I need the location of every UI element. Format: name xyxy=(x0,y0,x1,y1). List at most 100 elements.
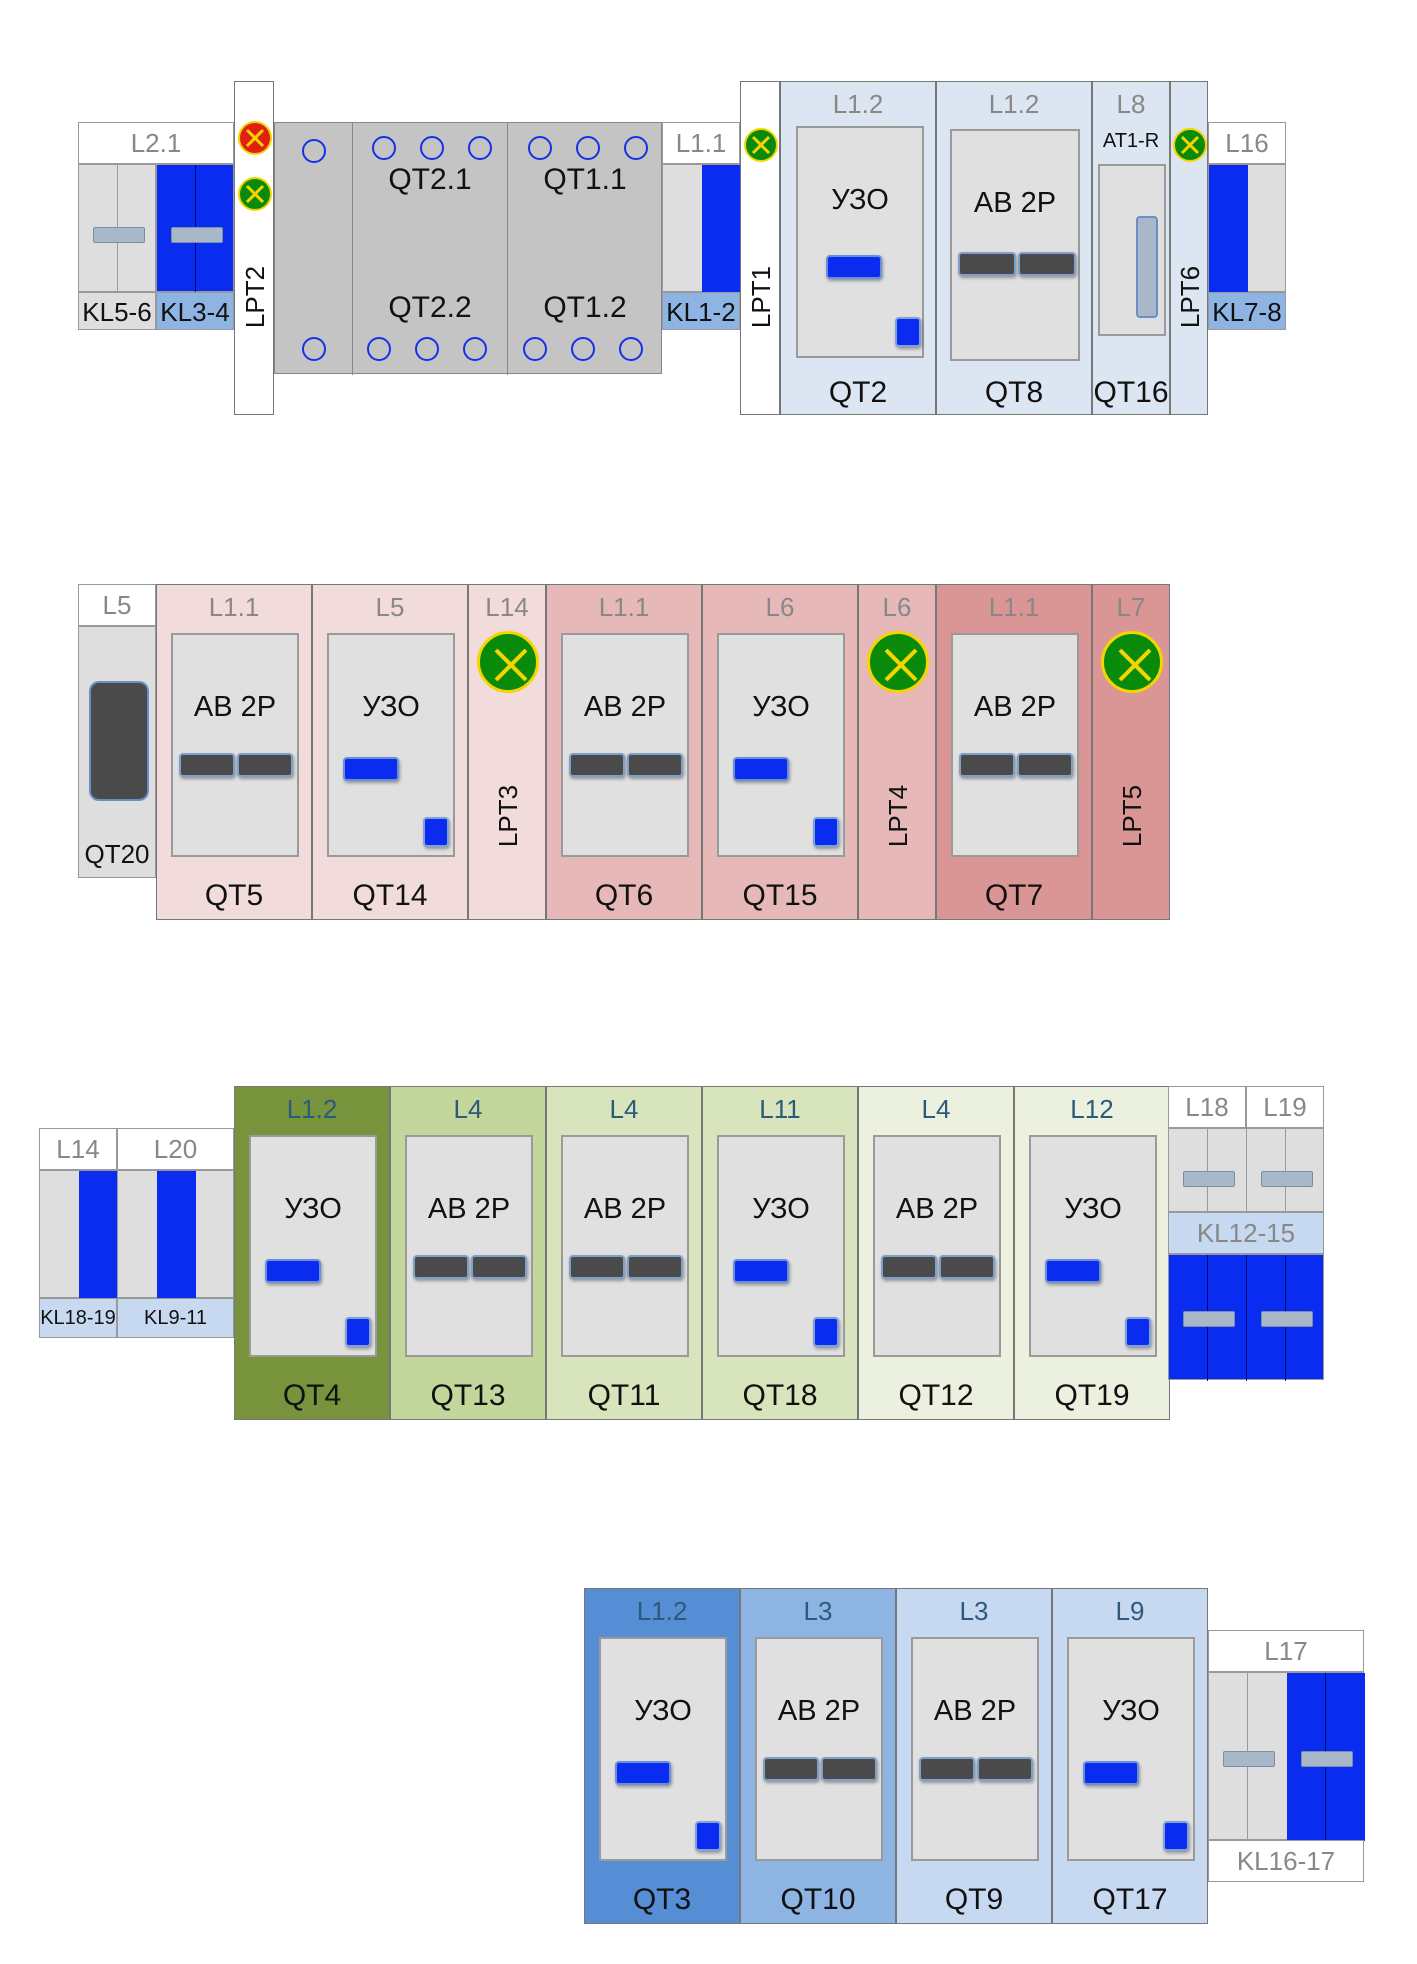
breaker-toggle-left[interactable] xyxy=(179,753,235,777)
uzo-toggle[interactable] xyxy=(1083,1761,1139,1785)
kl12-label-box: KL1-2 xyxy=(662,292,740,330)
uzo-toggle[interactable] xyxy=(265,1259,321,1283)
kl1215-handle[interactable] xyxy=(1261,1311,1313,1327)
lpt2-red-lamp-icon xyxy=(238,121,272,155)
kl1617-handle[interactable] xyxy=(1301,1751,1353,1767)
breaker-toggle-left[interactable] xyxy=(919,1757,975,1781)
module-title: АВ 2Р xyxy=(427,1193,511,1225)
kl1215-handle[interactable] xyxy=(1183,1311,1235,1327)
qt8-toggle-right[interactable] xyxy=(1018,252,1076,276)
breaker-toggle-left[interactable] xyxy=(569,1255,625,1279)
breaker-toggle-right[interactable] xyxy=(237,753,293,777)
terminal-ring-icon xyxy=(523,337,547,361)
qt16-top-label: L8 xyxy=(1116,89,1146,119)
module-card: УЗО xyxy=(327,633,455,857)
kl1819-label-box: KL18-19 xyxy=(39,1298,117,1338)
kl34-label: KL3-4 xyxy=(160,297,230,327)
breaker-toggle-left[interactable] xyxy=(881,1255,937,1279)
breaker-toggle-right[interactable] xyxy=(471,1255,527,1279)
module-bottom-label: QT4 xyxy=(282,1379,342,1412)
uzo-toggle[interactable] xyxy=(343,757,399,781)
module-bottom-label: QT19 xyxy=(1054,1379,1130,1412)
uzo-test-button[interactable] xyxy=(813,1317,839,1347)
lpt1-green-lamp-icon xyxy=(744,128,778,162)
qt2-test-button[interactable] xyxy=(895,317,921,347)
lpt2-label: LPT2 xyxy=(240,265,270,329)
uzo-test-button[interactable] xyxy=(1163,1821,1189,1851)
module-bottom-label: QT17 xyxy=(1092,1883,1168,1916)
qt20-bottom-label: QT20 xyxy=(84,839,150,869)
green-lamp-icon xyxy=(867,631,929,693)
module-title: УЗО xyxy=(634,1695,692,1727)
kl1215-label: KL12-15 xyxy=(1196,1218,1296,1248)
uzo-toggle[interactable] xyxy=(733,757,789,781)
uzo-test-button[interactable] xyxy=(345,1317,371,1347)
qt20-handle[interactable] xyxy=(89,681,149,801)
terminal-ring-icon xyxy=(528,136,552,160)
module-card: АВ 2Р xyxy=(951,633,1079,857)
module-bottom-label: QT6 xyxy=(594,879,654,912)
uzo-toggle[interactable] xyxy=(615,1761,671,1785)
qt2-toggle[interactable] xyxy=(826,255,882,279)
kl1617-top-label: L17 xyxy=(1264,1636,1308,1666)
module-card: АВ 2Р xyxy=(171,633,299,857)
module-top-label: L3 xyxy=(959,1596,989,1626)
qt2-title: УЗО xyxy=(831,184,889,216)
uzo-toggle[interactable] xyxy=(1045,1259,1101,1283)
breaker-toggle-right[interactable] xyxy=(977,1757,1033,1781)
kl1215-handle[interactable] xyxy=(1261,1171,1313,1187)
kl1215-lower-body xyxy=(1168,1254,1324,1381)
qt21-label: QT2.1 xyxy=(388,163,472,196)
uzo-toggle[interactable] xyxy=(733,1259,789,1283)
breaker-toggle-left[interactable] xyxy=(763,1757,819,1781)
kl1215-handle[interactable] xyxy=(1183,1171,1235,1187)
module-bottom-label: QT5 xyxy=(204,879,264,912)
module-top-label: L1.2 xyxy=(636,1596,688,1626)
module-title: АВ 2Р xyxy=(583,1193,667,1225)
terminal-ring-icon xyxy=(571,337,595,361)
kl-left-top-box: L2.1 xyxy=(78,122,234,164)
qt8-toggle-left[interactable] xyxy=(958,252,1016,276)
kl56-handle[interactable] xyxy=(93,227,145,243)
breaker-toggle-right[interactable] xyxy=(939,1255,995,1279)
module-card: АВ 2Р xyxy=(405,1135,533,1357)
uzo-test-button[interactable] xyxy=(1125,1317,1151,1347)
breaker-toggle-right[interactable] xyxy=(627,753,683,777)
kl1215-top-label-l19: L19 xyxy=(1263,1092,1307,1122)
module-bottom-label: QT3 xyxy=(632,1883,692,1916)
kl1617-handle[interactable] xyxy=(1223,1751,1275,1767)
kl911-body xyxy=(117,1170,234,1299)
kl34-handle[interactable] xyxy=(171,227,223,243)
kl1215-label-box: KL12-15 xyxy=(1168,1212,1324,1254)
module-card: АВ 2Р xyxy=(561,633,689,857)
kl12-top-box: L1.1 xyxy=(662,122,740,164)
module-title: АВ 2Р xyxy=(583,691,667,723)
terminal-ring-icon xyxy=(302,139,326,163)
uzo-test-button[interactable] xyxy=(423,817,449,847)
breaker-toggle-right[interactable] xyxy=(627,1255,683,1279)
module-top-label: L4 xyxy=(921,1094,951,1124)
breaker-toggle-left[interactable] xyxy=(959,753,1015,777)
qt2-bottom-label: QT2 xyxy=(828,376,888,409)
qt16-handle[interactable] xyxy=(1136,216,1158,318)
module-top-label: L5 xyxy=(375,592,405,622)
module-title: УЗО xyxy=(1064,1193,1122,1225)
qt16-card xyxy=(1098,164,1166,336)
qt20-top-label: L5 xyxy=(102,590,132,620)
terminal-ring-icon xyxy=(420,136,444,160)
kl56-label: KL5-6 xyxy=(82,297,152,327)
terminal-ring-icon xyxy=(624,136,648,160)
module-title: АВ 2Р xyxy=(777,1695,861,1727)
terminal-ring-icon xyxy=(468,136,492,160)
uzo-test-button[interactable] xyxy=(813,817,839,847)
breaker-toggle-left[interactable] xyxy=(569,753,625,777)
breaker-toggle-right[interactable] xyxy=(1017,753,1073,777)
uzo-test-button[interactable] xyxy=(695,1821,721,1851)
kl911-top-label: L20 xyxy=(153,1134,198,1164)
breaker-toggle-right[interactable] xyxy=(821,1757,877,1781)
breaker-toggle-left[interactable] xyxy=(413,1255,469,1279)
module-card: УЗО xyxy=(599,1637,727,1861)
kl1617-top-box: L17 xyxy=(1208,1630,1364,1672)
